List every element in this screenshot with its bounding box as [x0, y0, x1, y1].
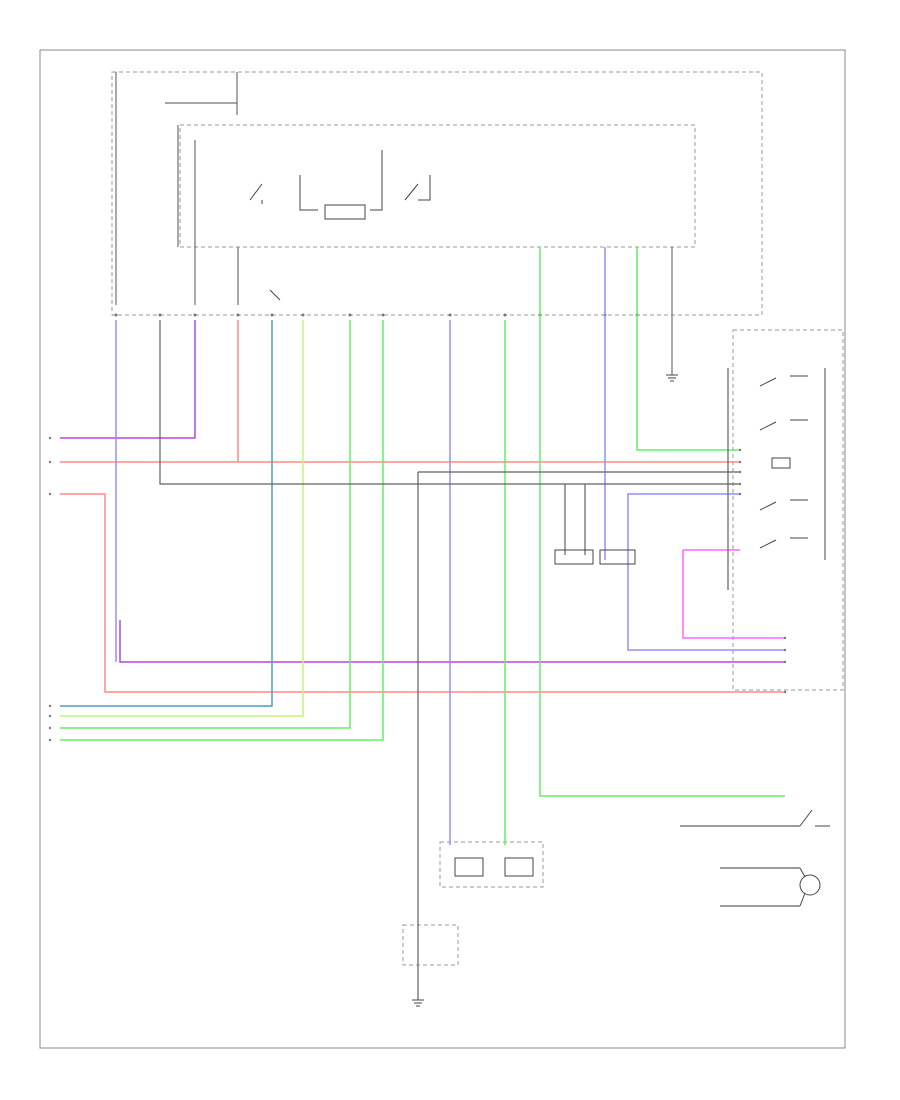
- switch-block: [179, 124, 696, 248]
- wire-black: [159, 320, 800, 1000]
- wire-blue: [115, 247, 785, 845]
- wire-green: [60, 247, 785, 845]
- left-terminals: [48, 436, 52, 742]
- switch-icon: [249, 150, 431, 301]
- switch-icon: [759, 368, 830, 827]
- wire-teal: [60, 320, 273, 707]
- control-module-box: [111, 71, 763, 316]
- switch-assembly-box: [732, 329, 844, 691]
- wire-purple: [60, 320, 785, 663]
- wire-yellow-green: [60, 320, 304, 717]
- wire-red: [60, 320, 785, 693]
- lower-relay-box: [402, 924, 459, 966]
- motor-icon: [799, 867, 821, 907]
- lower-connector-box: [439, 841, 544, 888]
- wire-pink: [682, 549, 785, 639]
- connector-icon: [454, 549, 636, 877]
- power-feed: [115, 72, 673, 375]
- right-terminals: [738, 448, 787, 694]
- ground-icon: [412, 374, 678, 1007]
- diagram-frame: [39, 49, 846, 1049]
